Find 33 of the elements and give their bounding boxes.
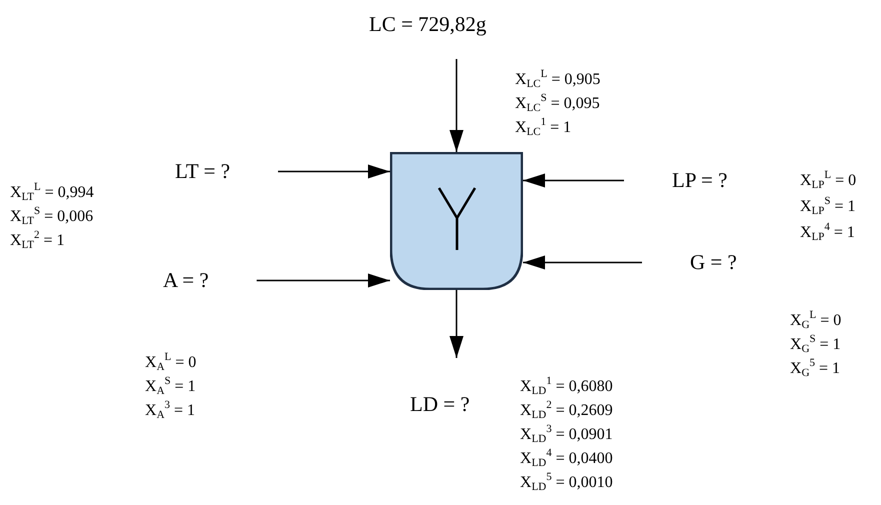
composition-label: X$_{G}$$^{5}$ = 1 <box>790 358 840 379</box>
arrow <box>523 174 624 188</box>
composition-label: X$_{LD}$$^{4}$ = 0,0400 <box>520 448 613 469</box>
composition-label: X$_{G}$$^{S}$ = 1 <box>790 334 841 355</box>
arrow <box>256 274 390 288</box>
stream-label: G = ? <box>690 252 737 273</box>
composition-label: X$_{LD}$$^{1}$ = 0,6080 <box>520 376 613 397</box>
composition-label: X$_{LC}$$^{L}$ = 0,905 <box>515 69 600 90</box>
composition-label: X$_{LT}$$^{L}$ = 0,994 <box>10 182 94 203</box>
stream-label: LT = ? <box>175 161 230 182</box>
composition-label: X$_{LD}$$^{2}$ = 0,2609 <box>520 400 613 421</box>
composition-label: X$_{LP}$$^{S}$ = 1 <box>800 196 856 217</box>
stream-label: LP = ? <box>672 170 728 191</box>
arrow <box>523 256 642 270</box>
composition-label: X$_{A}$$^{L}$ = 0 <box>145 352 196 373</box>
stream-label: LC = 729,82g <box>369 14 486 35</box>
arrow <box>278 164 390 178</box>
composition-label: X$_{A}$$^{3}$ = 1 <box>145 400 196 421</box>
arrow <box>450 59 464 152</box>
composition-label: X$_{LT}$$^{2}$ = 1 <box>10 230 65 251</box>
arrow <box>450 290 464 358</box>
mixer-box <box>390 152 523 290</box>
composition-label: X$_{LP}$$^{L}$ = 0 <box>800 170 856 191</box>
composition-label: X$_{LD}$$^{3}$ = 0,0901 <box>520 424 613 445</box>
composition-label: X$_{LD}$$^{5}$ = 0,0010 <box>520 472 613 493</box>
composition-label: X$_{A}$$^{S}$ = 1 <box>145 376 196 397</box>
composition-label: X$_{LC}$$^{S}$ = 0,095 <box>515 93 600 114</box>
stream-label: LD = ? <box>410 394 470 415</box>
stream-label: A = ? <box>163 270 209 291</box>
composition-label: X$_{LC}$$^{1}$ = 1 <box>515 117 572 138</box>
composition-label: X$_{LT}$$^{S}$ = 0,006 <box>10 206 94 227</box>
composition-label: X$_{G}$$^{L}$ = 0 <box>790 310 842 331</box>
composition-label: X$_{LP}$$^{4}$ = 1 <box>800 222 855 243</box>
